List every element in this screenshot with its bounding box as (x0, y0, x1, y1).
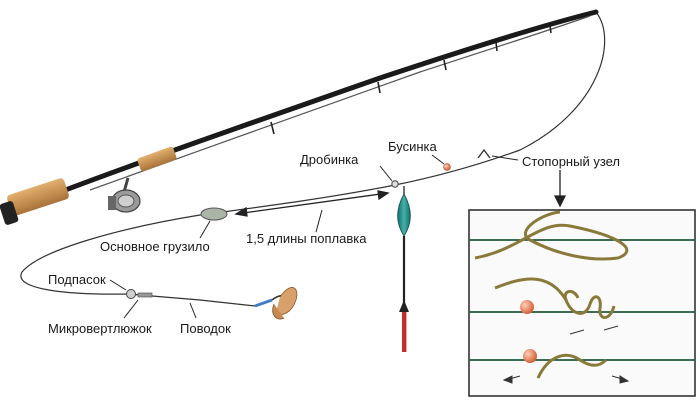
label-distance: 1,5 длины поплавка (246, 231, 367, 246)
micro-swivel (126, 289, 136, 299)
main-line (20, 11, 606, 307)
main-sinker (200, 207, 228, 221)
label-stopper-knot: Стопорный узел (522, 154, 620, 169)
rod-handle-rear (7, 178, 69, 216)
rod-guides (270, 25, 552, 135)
hook-with-bait (254, 287, 298, 320)
label-split-shot: Дробинка (300, 152, 359, 167)
label-leader: Поводок (180, 321, 231, 336)
split-shot (391, 180, 399, 188)
label-main-sinker: Основное грузило (100, 239, 210, 254)
rod-blank-highlight (89, 15, 591, 191)
reel (108, 177, 141, 213)
label-sub-lead: Подпасок (48, 272, 106, 287)
knot-inset (468, 209, 696, 397)
rod-handle-butt (0, 201, 19, 225)
label-micro-swivel: Микровертлюжок (48, 321, 152, 336)
inset-pointer-arrow (553, 170, 567, 208)
rod-blank (5, 9, 599, 215)
micro-swivel-body (137, 292, 153, 298)
distance-arrow (234, 190, 390, 217)
label-bead: Бусинка (388, 139, 438, 154)
bead (443, 163, 451, 171)
float (397, 186, 411, 352)
stopper-knot (477, 148, 491, 159)
leader-lines (109, 154, 519, 319)
rod-handle-front (137, 146, 177, 172)
